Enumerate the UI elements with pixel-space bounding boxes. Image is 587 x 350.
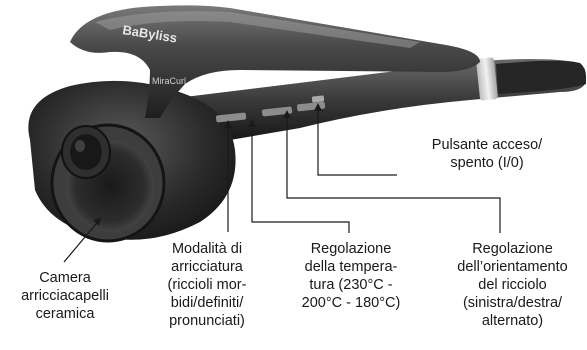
device-body: BaByliss MiraCurl <box>28 5 586 241</box>
callout-temperature <box>252 124 349 233</box>
model-logo: MiraCurl <box>152 76 186 86</box>
label-temperature: Regolazione della tempera- tura (230°C -… <box>286 240 416 312</box>
power-button-icon[interactable] <box>312 95 325 102</box>
label-power-button: Pulsante acceso/ spento (I/0) <box>398 136 576 172</box>
chamber-rod-shine <box>75 140 85 152</box>
chamber-rod <box>70 134 102 170</box>
callout-direction <box>287 114 500 233</box>
label-curl-mode: Modalità di arricciatura (riccioli mor- … <box>148 240 266 330</box>
label-chamber: Camera arricciacapelli ceramica <box>0 269 130 323</box>
label-direction: Regolazione dell’orientamento del riccio… <box>438 240 587 330</box>
